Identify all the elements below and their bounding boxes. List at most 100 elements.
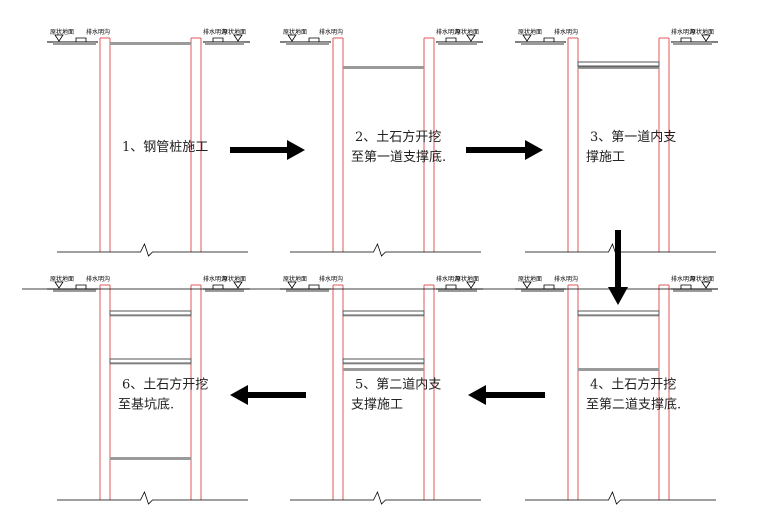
- arrow-icon: [230, 140, 305, 160]
- arrow-icon: [468, 385, 545, 405]
- drain-ditch-left-icon: [75, 37, 87, 42]
- step-6-label-line-2: 至基坑底.: [118, 397, 174, 413]
- ground-label-right: 原状地面: [690, 28, 714, 36]
- ground-hatch-right: [205, 289, 244, 292]
- panel-step-2: 原状地面排水明沟排水明沟原状地面2、土石方开挖至第一道支撑底.: [280, 28, 483, 257]
- panel-step-4: 原状地面排水明沟排水明沟原状地面4、土石方开挖至第二道支撑底.: [515, 275, 718, 505]
- ground-hatch-left: [521, 42, 564, 45]
- drain-ditch-left-icon: [543, 284, 555, 289]
- ground-label-left: 原状地面: [50, 28, 74, 36]
- ground-marker-icon: [233, 281, 243, 289]
- drain-ditch-left-icon: [543, 37, 555, 42]
- ground-label-right: 原状地面: [690, 275, 714, 283]
- internal-strut-1: [577, 310, 660, 316]
- ditch-label-left: 排水明沟: [554, 28, 578, 36]
- drain-ditch-right-icon: [445, 284, 457, 289]
- ground-hatch-right: [438, 289, 477, 292]
- step-2-label-line-2: 至第一道支撑底.: [351, 149, 446, 165]
- arrow-icon: [466, 140, 543, 160]
- ditch-label-left: 排水明沟: [86, 28, 110, 36]
- ditch-label-right: 排水明沟: [436, 28, 460, 36]
- ground-hatch-left: [53, 42, 96, 45]
- excavation-level: [110, 457, 191, 460]
- step-6-label-line-1: 6、土石方开挖: [122, 377, 208, 393]
- panel-step-1: 原状地面排水明沟排水明沟原状地面1、钢管桩施工: [47, 28, 250, 257]
- flow-arrow-1-2: [230, 140, 305, 160]
- flow-arrow-4-5: [468, 385, 545, 405]
- step-5-label-line-2: 支撑施工: [351, 398, 403, 413]
- ditch-label-right: 排水明沟: [671, 275, 695, 283]
- ground-label-left: 原状地面: [283, 275, 307, 283]
- step-4-label-line-2: 至第二道支撑底.: [586, 397, 681, 413]
- ditch-label-left: 排水明沟: [319, 28, 343, 36]
- ground-marker-icon: [54, 34, 64, 42]
- excavation-level: [343, 66, 424, 69]
- drain-ditch-left-icon: [308, 284, 320, 289]
- ground-label-left: 原状地面: [518, 275, 542, 283]
- ground-marker-icon: [287, 34, 297, 42]
- ground-label-right: 原状地面: [455, 28, 479, 36]
- flow-arrow-2-3: [466, 140, 543, 160]
- ground-hatch-right: [205, 42, 244, 45]
- ground-marker-icon: [233, 34, 243, 42]
- step-5-label-line-1: 5、第二道内支: [355, 377, 441, 393]
- drain-ditch-left-icon: [308, 37, 320, 42]
- excavation-level: [578, 368, 659, 371]
- arrow-icon: [608, 230, 628, 305]
- drain-ditch-right-icon: [680, 284, 692, 289]
- internal-strut-1: [109, 310, 192, 316]
- ground-hatch-left: [286, 289, 329, 292]
- drain-ditch-right-icon: [212, 37, 224, 42]
- panel-step-6: 原状地面排水明沟排水明沟原状地面6、土石方开挖至基坑底.: [47, 275, 250, 505]
- flow-arrow-5-6: [230, 385, 306, 405]
- ditch-label-left: 排水明沟: [554, 275, 578, 283]
- break-line: [525, 490, 716, 505]
- ground-hatch-right: [438, 42, 477, 45]
- ground-label-left: 原状地面: [518, 28, 542, 36]
- ground-marker-icon: [522, 281, 532, 289]
- ground-marker-icon: [287, 281, 297, 289]
- arrow-icon: [230, 385, 306, 405]
- ground-marker-icon: [466, 281, 476, 289]
- ground-label-right: 原状地面: [222, 28, 246, 36]
- break-line: [57, 490, 248, 505]
- ground-label-left: 原状地面: [50, 275, 74, 283]
- ground-marker-icon: [522, 34, 532, 42]
- ground-marker-icon: [466, 34, 476, 42]
- ground-marker-icon: [701, 34, 711, 42]
- ground-hatch-left: [286, 42, 329, 45]
- break-line: [290, 490, 481, 505]
- ground-label-right: 原状地面: [455, 275, 479, 283]
- ground-hatch-right: [673, 289, 712, 292]
- excavation-level: [343, 368, 424, 371]
- ground-hatch-left: [521, 289, 564, 292]
- break-line: [57, 242, 248, 257]
- panel-step-5: 原状地面排水明沟排水明沟原状地面5、第二道内支支撑施工: [280, 275, 483, 505]
- ditch-label-left: 排水明沟: [86, 275, 110, 283]
- internal-strut-2: [342, 358, 425, 364]
- ground-marker-icon: [701, 281, 711, 289]
- step-3-label-line-1: 3、第一道内支: [590, 129, 676, 145]
- break-line: [525, 242, 716, 257]
- ground-hatch-right: [673, 42, 712, 45]
- drain-ditch-right-icon: [445, 37, 457, 42]
- ditch-label-right: 排水明沟: [203, 28, 227, 36]
- step-2-label-line-1: 2、土石方开挖: [355, 129, 441, 145]
- drain-ditch-right-icon: [212, 284, 224, 289]
- internal-strut-1: [577, 61, 660, 67]
- panel-step-3: 原状地面排水明沟排水明沟原状地面3、第一道内支撑施工: [515, 28, 718, 257]
- ground-hatch-left: [53, 289, 96, 292]
- drain-ditch-right-icon: [680, 37, 692, 42]
- ground-label-left: 原状地面: [283, 28, 307, 36]
- break-line: [290, 242, 481, 257]
- existing-ground-fill: [110, 42, 191, 45]
- ground-marker-icon: [54, 281, 64, 289]
- flow-arrow-3-4: [608, 230, 628, 305]
- step-4-label-line-1: 4、土石方开挖: [590, 377, 676, 393]
- ditch-label-right: 排水明沟: [436, 275, 460, 283]
- ditch-label-right: 排水明沟: [671, 28, 695, 36]
- internal-strut-1: [342, 310, 425, 316]
- ditch-label-right: 排水明沟: [203, 275, 227, 283]
- step-1-label-line-1: 1、钢管桩施工: [122, 140, 208, 155]
